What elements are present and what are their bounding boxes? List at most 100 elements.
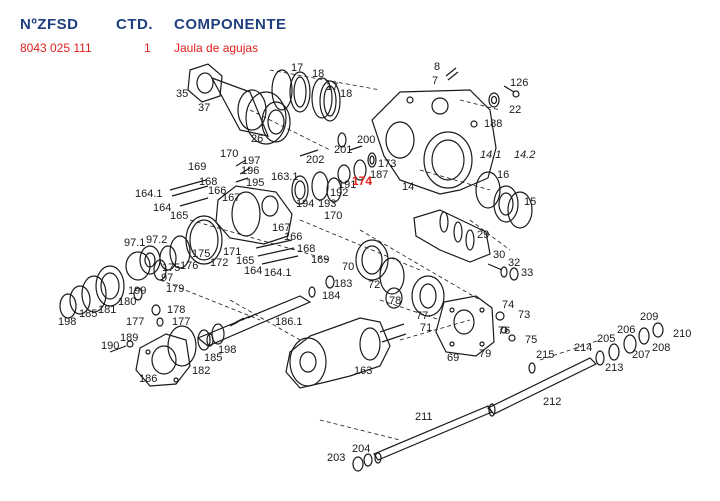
- lbl-169b[interactable]: 169: [311, 254, 329, 266]
- lbl-164b[interactable]: 164: [244, 265, 262, 277]
- part-171-172-rings[interactable]: [159, 215, 223, 271]
- lbl-14-1[interactable]: 14.1: [480, 149, 501, 161]
- lbl-179[interactable]: 179: [166, 283, 184, 295]
- lbl-173[interactable]: 173: [378, 158, 396, 170]
- part-205-210-rings[interactable]: [595, 322, 664, 366]
- lbl-201[interactable]: 201: [334, 144, 352, 156]
- lbl-175[interactable]: 175: [192, 248, 210, 260]
- lbl-75[interactable]: 75: [525, 334, 537, 346]
- lbl-197[interactable]: 197: [242, 155, 260, 167]
- lbl-181[interactable]: 181: [98, 304, 116, 316]
- lbl-16[interactable]: 16: [497, 169, 509, 181]
- part-37-26-seal[interactable]: [210, 76, 291, 145]
- lbl-166[interactable]: 166: [208, 185, 226, 197]
- part-185-198-rings[interactable]: [197, 323, 225, 351]
- lbl-15[interactable]: 15: [524, 196, 536, 208]
- lbl-7[interactable]: 7: [432, 75, 438, 87]
- lbl-195[interactable]: 195: [246, 177, 264, 189]
- part-215-pin[interactable]: [528, 362, 536, 374]
- lbl-166b[interactable]: 166: [284, 231, 302, 243]
- lbl-79[interactable]: 79: [479, 348, 491, 360]
- lbl-26[interactable]: 26: [251, 133, 263, 145]
- lbl-202[interactable]: 202: [306, 154, 324, 166]
- lbl-76[interactable]: 76: [498, 325, 510, 337]
- lbl-211[interactable]: 211: [415, 411, 433, 423]
- lbl-178[interactable]: 178: [167, 304, 185, 316]
- lbl-97[interactable]: 97: [161, 272, 173, 284]
- ring-17-18-set[interactable]: [271, 69, 341, 122]
- lbl-203[interactable]: 203: [327, 452, 345, 464]
- lbl-165[interactable]: 165: [170, 210, 188, 222]
- lbl-167[interactable]: 167: [222, 192, 240, 204]
- lbl-171[interactable]: 171: [223, 246, 241, 258]
- lbl-210[interactable]: 210: [673, 328, 691, 340]
- lbl-191[interactable]: 191: [338, 179, 356, 191]
- lbl-185a[interactable]: 185: [79, 308, 97, 320]
- lbl-69[interactable]: 69: [447, 352, 459, 364]
- part-73-75-76-small[interactable]: [495, 311, 516, 342]
- part-70-72-bearing[interactable]: [355, 239, 405, 309]
- lbl-198b[interactable]: 198: [218, 344, 236, 356]
- lbl-213[interactable]: 213: [605, 362, 623, 374]
- lbl-186-1[interactable]: 186.1: [275, 316, 303, 328]
- lbl-168b[interactable]: 168: [297, 243, 315, 255]
- lbl-78[interactable]: 78: [389, 295, 401, 307]
- part-29-shaft[interactable]: [413, 209, 491, 263]
- part-203-204-rings[interactable]: [352, 453, 373, 472]
- part-69-flange[interactable]: [435, 295, 495, 357]
- lbl-207[interactable]: 207: [632, 349, 650, 361]
- lbl-183[interactable]: 183: [334, 278, 352, 290]
- lbl-193[interactable]: 193: [318, 198, 336, 210]
- part-163-1-drum[interactable]: [215, 175, 309, 245]
- lbl-180[interactable]: 180: [118, 296, 136, 308]
- lbl-200[interactable]: 200: [357, 134, 375, 146]
- lbl-175b[interactable]: 175: [162, 262, 180, 274]
- lbl-167b[interactable]: 167: [272, 222, 290, 234]
- part-177-179-small[interactable]: [133, 287, 164, 327]
- lbl-8[interactable]: 8: [434, 61, 440, 73]
- lbl-165b[interactable]: 165: [236, 255, 254, 267]
- lbl-172[interactable]: 172: [210, 257, 228, 269]
- part-164-165-springs[interactable]: [169, 179, 299, 265]
- lbl-176[interactable]: 176: [180, 260, 198, 272]
- part-212-shaft[interactable]: [486, 357, 598, 417]
- lbl-184[interactable]: 184: [322, 290, 340, 302]
- part-191-194-washers[interactable]: [311, 152, 377, 203]
- part-186-182-flange[interactable]: [135, 325, 197, 387]
- lbl-186[interactable]: 186: [139, 373, 157, 385]
- part-16-15-bearing[interactable]: [475, 171, 533, 229]
- lbl-18b[interactable]: 18: [340, 88, 352, 100]
- lbl-18a[interactable]: 18: [312, 68, 324, 80]
- part-126-screw[interactable]: [503, 85, 520, 98]
- part-163-carrier[interactable]: [285, 317, 407, 389]
- lbl-212[interactable]: 212: [543, 396, 561, 408]
- part-30-32-33-set[interactable]: [487, 263, 519, 281]
- part-211-shaft[interactable]: [373, 405, 493, 464]
- lbl-17b[interactable]: 17: [326, 81, 338, 93]
- lbl-164[interactable]: 164: [153, 202, 171, 214]
- part-97-set[interactable]: [125, 245, 167, 281]
- lbl-214[interactable]: 214: [574, 342, 592, 354]
- lbl-97-2[interactable]: 97.2: [146, 234, 167, 246]
- lbl-30[interactable]: 30: [493, 249, 505, 261]
- lbl-190[interactable]: 190: [101, 340, 119, 352]
- lbl-204[interactable]: 204: [352, 443, 370, 455]
- lbl-164-1[interactable]: 164.1: [135, 188, 163, 200]
- lbl-208[interactable]: 208: [652, 342, 670, 354]
- part-180-181-bearings[interactable]: [59, 265, 125, 319]
- lbl-174-highlighted[interactable]: 174: [352, 174, 372, 188]
- lbl-32[interactable]: 32: [508, 257, 520, 269]
- lbl-209[interactable]: 209: [640, 311, 658, 323]
- lbl-177b[interactable]: 177: [172, 316, 190, 328]
- lbl-194[interactable]: 194: [296, 198, 314, 210]
- lbl-29[interactable]: 29: [477, 229, 489, 241]
- lbl-164-1b[interactable]: 164.1: [264, 267, 292, 279]
- part-7-8-bolt[interactable]: [445, 67, 459, 81]
- lbl-177a[interactable]: 177: [126, 316, 144, 328]
- lbl-168[interactable]: 168: [199, 176, 217, 188]
- lbl-182[interactable]: 182: [192, 365, 210, 377]
- lbl-196[interactable]: 196: [241, 165, 259, 177]
- lbl-170b[interactable]: 170: [324, 210, 342, 222]
- lbl-205[interactable]: 205: [597, 333, 615, 345]
- lbl-206[interactable]: 206: [617, 324, 635, 336]
